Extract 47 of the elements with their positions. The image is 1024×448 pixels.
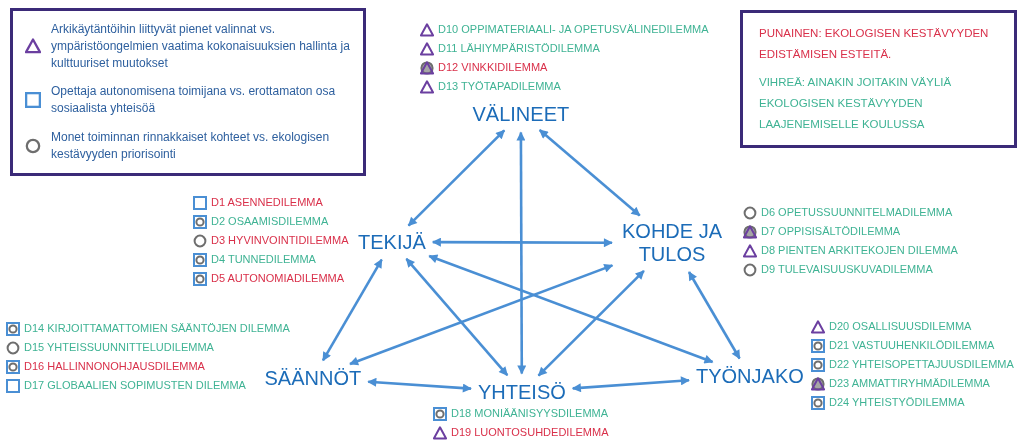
dilemma-label: D21 VASTUUHENKILÖDILEMMA: [829, 339, 995, 352]
double-arrow: [687, 271, 741, 360]
double-arrow: [367, 377, 472, 393]
dilemma-label: D16 HALLINNONOHJAUSDILEMMA: [24, 360, 205, 373]
dilemma-label: D15 YHTEISSUUNNITTELUDILEMMA: [24, 341, 214, 354]
node-label: TYÖNJAKO: [696, 364, 804, 388]
dilemma-label: D17 GLOBAALIEN SOPIMUSTEN DILEMMA: [24, 379, 246, 392]
dilemma-label: D6 OPETUSSUUNNITELMADILEMMA: [761, 206, 953, 219]
dilemma-label: D2 OSAAMISDILEMMA: [211, 215, 329, 228]
double-arrow: [407, 129, 506, 227]
double-arrow: [405, 257, 509, 377]
legend-label: Arkikäytäntöihin liittyvät pienet valinnat vs. ympäristöongelmien vaatima kokonaisuuksien hallinta ja kulttuuriset muutokset: [51, 20, 351, 72]
node-label: SÄÄNNÖT: [264, 366, 362, 390]
double-arrow: [516, 131, 527, 375]
node-label: VÄLINEET: [472, 102, 570, 126]
dilemma-label: D9 TULEVAISUUSKUVADILEMMA: [761, 263, 933, 276]
legend-label: Monet toiminnan rinnakkaiset kohteet vs. ekologisen kestävyyden priorisointi: [51, 129, 331, 164]
node-label: TEKIJÄ: [358, 230, 426, 254]
dilemma-label: D12 VINKKIDILEMMA: [438, 61, 548, 74]
double-arrow: [428, 254, 714, 364]
dilemma-label: D23 AMMATTIRYHMÄDILEMMA: [829, 377, 990, 390]
dilemma-label: D19 LUONTOSUHDEDILEMMA: [451, 426, 609, 439]
dilemma-label: D22 YHTEISOPETTAJUUSDILEMMA: [829, 358, 1014, 371]
double-arrow: [321, 258, 383, 362]
dilemma-label: D1 ASENNEDILEMMA: [211, 196, 323, 209]
legend-label: PUNAINEN: EKOLOGISEN KESTÄVYYDEN EDISTÄMISEN ESTEITÄ.: [759, 25, 990, 62]
dilemma-label: D8 PIENTEN ARKITEKOJEN DILEMMA: [761, 244, 958, 257]
node-label: KOHDE JA TULOS: [619, 220, 725, 266]
node-label: YHTEISÖ: [478, 380, 566, 404]
dilemma-label: D4 TUNNEDILEMMA: [211, 253, 316, 266]
dilemma-label: D7 OPPISISÄLTÖDILEMMA: [761, 225, 901, 238]
dilemma-label: D18 MONIÄÄNISYYSDILEMMA: [451, 407, 609, 420]
dilemma-label: D14 KIRJOITTAMATTOMIEN SÄÄNTÖJEN DILEMMA: [24, 322, 290, 335]
dilemma-label: D5 AUTONOMIADILEMMA: [211, 272, 345, 285]
dilemma-label: D13 TYÖTAPADILEMMA: [438, 80, 561, 93]
legend-label: VIHREÄ: AINAKIN JOITAKIN VÄYLIÄ EKOLOGISEN KESTÄVYYDEN LAAJENEMISELLE KOULUSSA: [759, 75, 953, 133]
dilemma-label: D10 OPPIMATERIAALI- JA OPETUSVÄLINEDILEMMA: [438, 23, 709, 36]
dilemma-label: D11 LÄHIYMPÄRISTÖDILEMMA: [438, 42, 600, 55]
double-arrow: [431, 237, 613, 248]
double-arrow: [538, 129, 641, 217]
double-arrow: [537, 269, 645, 377]
dilemma-label: D20 OSALLISUUSDILEMMA: [829, 320, 972, 333]
legend-label: Opettaja autonomisena toimijana vs. erottamaton osa sosiaalista yhteisöä: [51, 83, 337, 118]
double-arrow: [571, 376, 690, 393]
dilemma-label: D24 YHTEISTYÖDILEMMA: [829, 396, 965, 409]
double-arrow: [349, 264, 614, 366]
dilemma-label: D3 HYVINVOINTIDILEMMA: [211, 234, 349, 247]
